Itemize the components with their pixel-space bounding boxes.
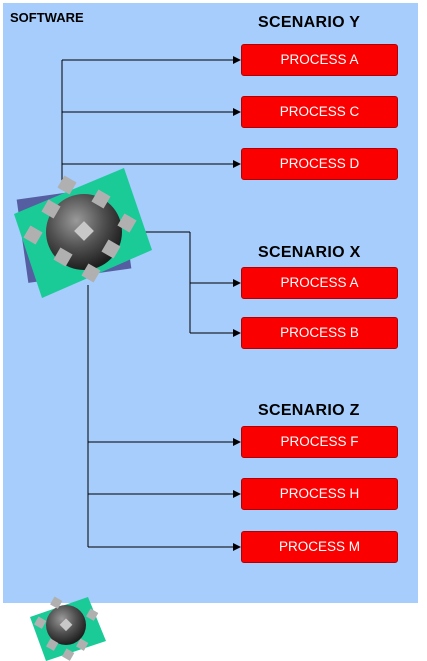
scenario-y-title: SCENARIO Y [258,14,361,31]
process-box-x-b: PROCESS B [241,317,398,349]
process-box-y-d: PROCESS D [241,148,398,180]
scenario-z-title: SCENARIO Z [258,402,360,419]
software-hub-icon [14,168,152,298]
process-box-y-c: PROCESS C [241,96,398,128]
software-hub-icon-small [30,596,106,661]
process-box-z-m: PROCESS M [241,531,398,563]
process-box-z-h: PROCESS H [241,478,398,510]
process-box-z-f: PROCESS F [241,426,398,458]
scenario-x-title: SCENARIO X [258,244,361,261]
process-box-x-a: PROCESS A [241,267,398,299]
process-box-y-a: PROCESS A [241,44,398,76]
software-label: SOFTWARE [10,10,84,25]
